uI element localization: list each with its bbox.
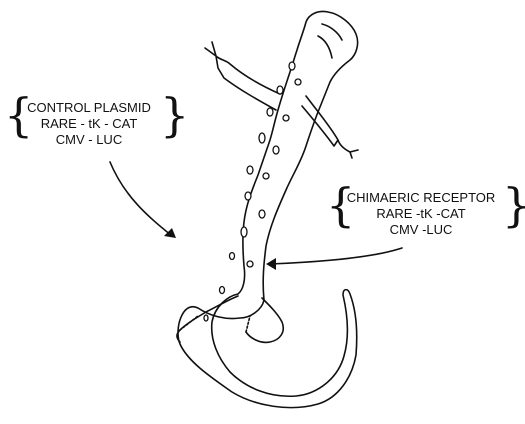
control-plasmid-line-2: RARE - tK - CAT [14,116,164,132]
newt-spot [267,108,273,116]
newt-spot [241,227,247,237]
newt-eye-ridge [318,36,332,58]
newt-spot [247,166,253,174]
newt-spot [273,146,279,154]
chimaeric-receptor-line-1: CHIMAERIC RECEPTOR [336,190,506,206]
newt-spot [259,210,265,218]
newt-spot [259,133,265,143]
newt-hind-right-leg [246,298,283,342]
control-arrowhead [164,228,176,238]
control-plasmid-line-1: CONTROL PLASMID [14,100,164,116]
newt-spot [230,253,235,260]
newt-spot [283,115,289,121]
newt-spot [295,79,301,85]
chimaeric-implant-site [246,316,250,332]
control-plasmid-line-3: CMV - LUC [14,132,164,148]
newt-spot [247,261,253,267]
chimaeric-receptor-line-3: CMV -LUC [336,222,506,238]
control-implant-site [180,316,198,330]
newt-front-right-leg [302,96,358,158]
chimaeric-arrowhead [266,258,276,270]
control-arrow-line [110,162,172,236]
chimaeric-arrow-line [270,248,402,264]
newt-spot [220,287,225,294]
newt-spot [289,62,295,70]
chimaeric-receptor-line-2: RARE -tK -CAT [336,206,506,222]
control-right-brace: } [160,92,189,138]
newt-front-left-leg [205,42,280,110]
newt-spot [263,173,269,179]
chimaeric-right-brace: } [502,182,525,228]
newt-spot [277,86,283,94]
newt-snout-marking [322,24,342,40]
newt-spot [245,192,251,200]
newt-spot [204,315,208,321]
